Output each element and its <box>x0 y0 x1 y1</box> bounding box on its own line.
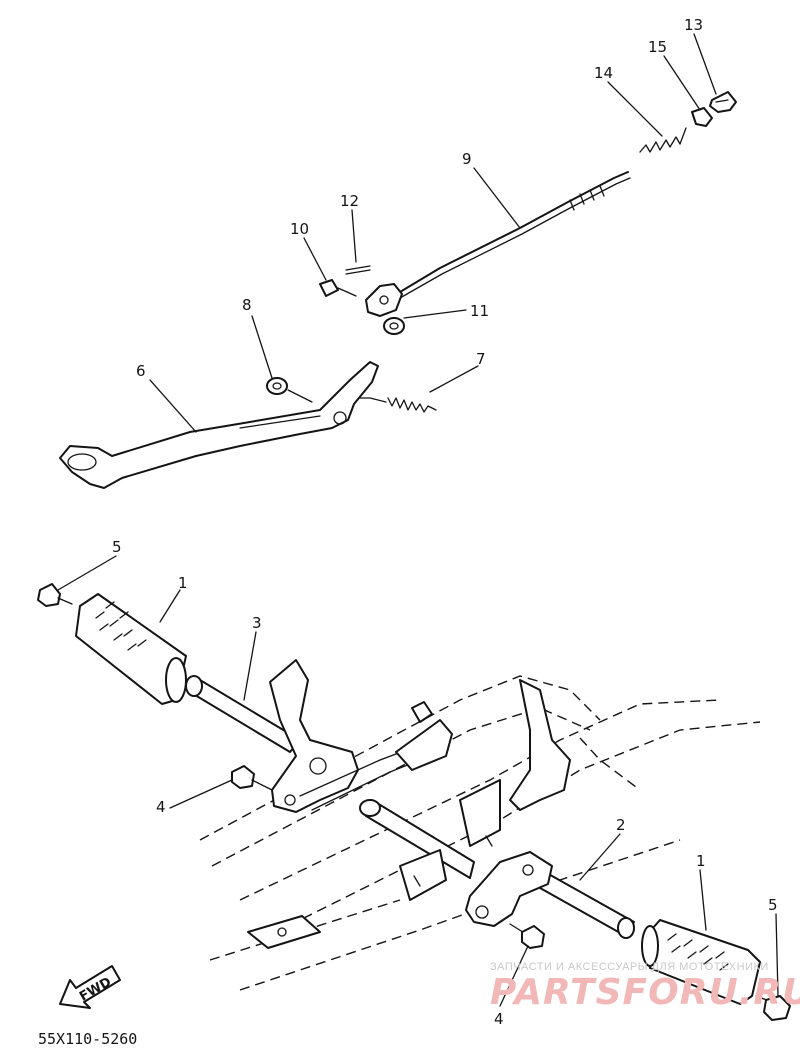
part-9-brake-rod <box>399 171 631 299</box>
callout-14: 14 <box>594 64 613 82</box>
part-11-washer <box>383 317 405 335</box>
callout-3: 3 <box>252 614 262 632</box>
part-6-brake-pedal <box>59 361 379 489</box>
watermark-logo: PARTSFORU.RU <box>490 972 800 1013</box>
part-4-bolt-right <box>509 923 545 949</box>
part-5-bolt-right <box>755 995 791 1021</box>
part-2-footrest-bracket <box>465 851 635 939</box>
callout-10: 10 <box>290 220 309 238</box>
callout-7: 7 <box>476 350 486 368</box>
callout-labels: 13 15 14 9 12 10 11 8 6 7 5 1 3 4 2 1 5 … <box>112 16 778 1028</box>
leader-lines <box>57 33 779 1007</box>
callout-1-left: 1 <box>178 574 188 592</box>
part-12-cotter-pin <box>345 265 371 275</box>
part-8-washer <box>266 377 313 403</box>
callout-4-right: 4 <box>494 1010 504 1028</box>
callout-5-right: 5 <box>768 896 778 914</box>
callout-1-right: 1 <box>696 852 706 870</box>
callout-13: 13 <box>684 16 703 34</box>
callout-15: 15 <box>648 38 667 56</box>
watermark-tagline: ЗАПЧАСТИ И АКСЕССУАРЫ ДЛЯ МОТОТЕХНИКИ <box>490 961 769 973</box>
part-1-footrest-right <box>641 919 761 1005</box>
part-4-bolt-left <box>231 765 273 791</box>
frame-bracket <box>399 679 571 901</box>
diagram-code: 55X110-5260 <box>38 1030 137 1048</box>
part-13-wing-nut <box>709 91 737 113</box>
callout-6: 6 <box>136 362 146 380</box>
part-5-bolt-left <box>37 583 73 607</box>
callout-2: 2 <box>616 816 626 834</box>
frame-cross-tube <box>359 799 475 879</box>
callout-8: 8 <box>242 296 252 314</box>
callout-4-left: 4 <box>156 798 166 816</box>
frame-plate <box>247 915 321 949</box>
part-10-clevis-pin <box>319 279 357 297</box>
part-15-joint <box>691 107 713 127</box>
part-3-footrest-bracket <box>185 659 453 813</box>
callout-11: 11 <box>470 302 489 320</box>
rod-clevis <box>365 283 403 317</box>
part-1-footrest-left <box>75 593 187 705</box>
callout-5-left: 5 <box>112 538 122 556</box>
callout-12: 12 <box>340 192 359 210</box>
callout-9: 9 <box>462 150 472 168</box>
part-14-spring <box>639 127 687 153</box>
part-7-return-spring <box>355 397 437 413</box>
fwd-arrow: FWD <box>59 965 121 1009</box>
